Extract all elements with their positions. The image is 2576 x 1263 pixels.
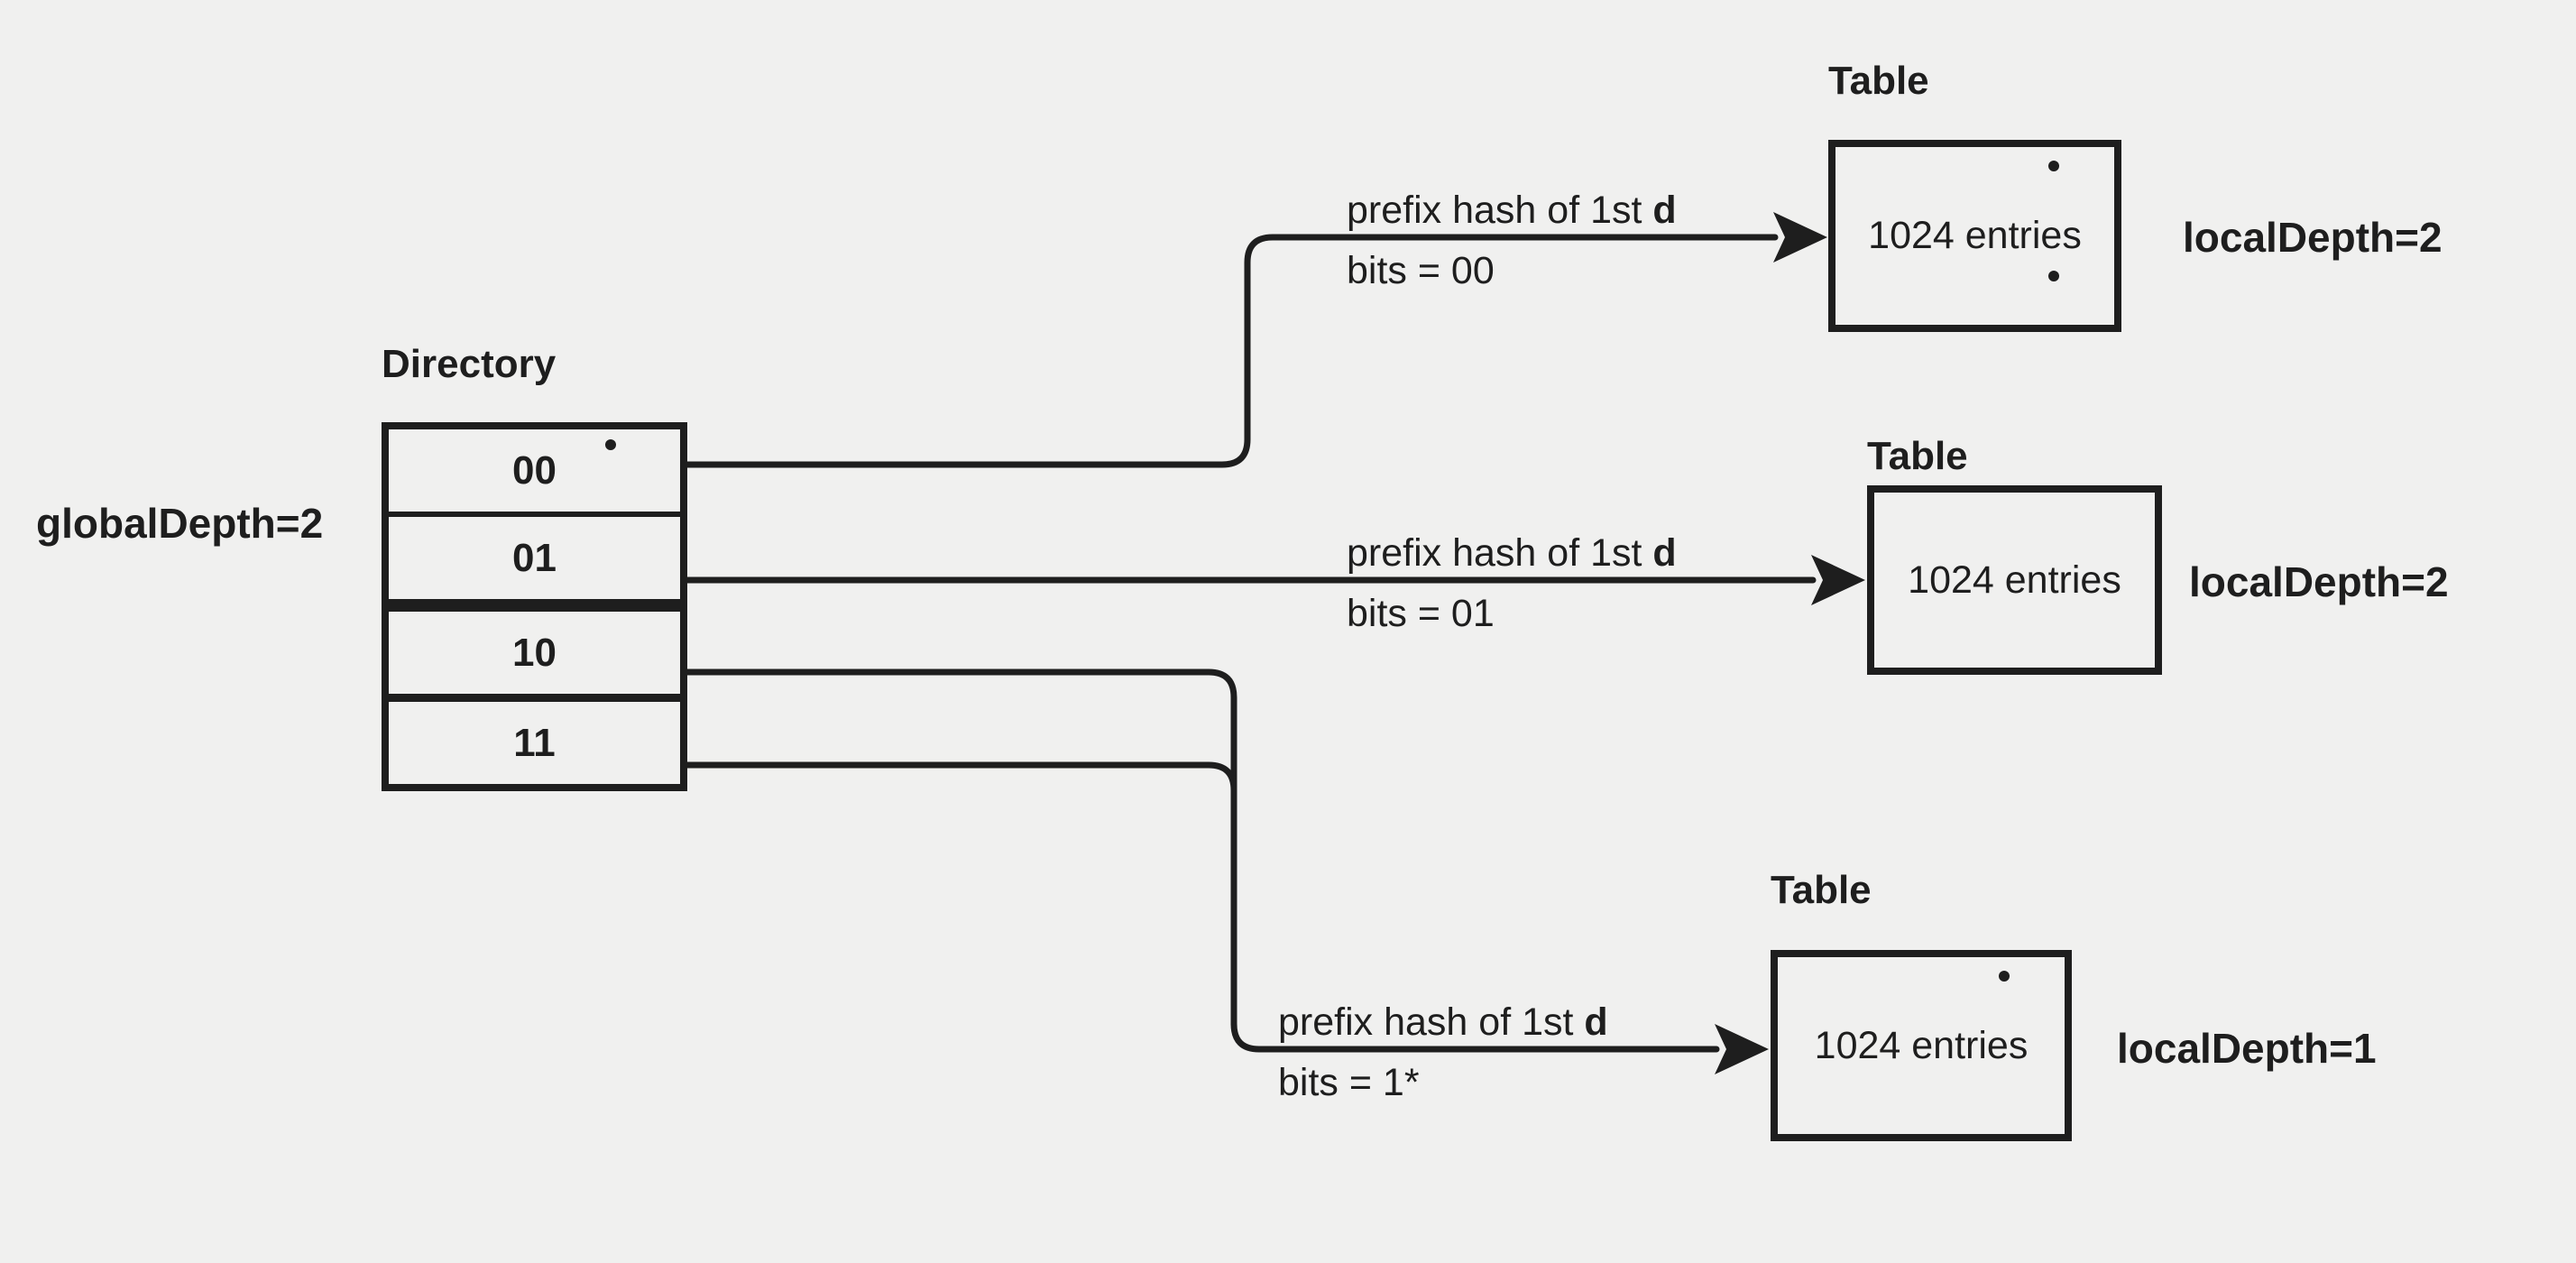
connection-dot: [605, 439, 616, 450]
directory-row-label: 10: [512, 630, 557, 675]
table-box: 1024 entries: [1867, 485, 2162, 675]
arrow-caption: prefix hash of 1st d: [1278, 1003, 1608, 1042]
arrowhead-bottom: [1715, 1024, 1769, 1074]
directory-row-label: 01: [512, 535, 557, 580]
connector-11: [684, 761, 1720, 1053]
table-box: 1024 entries: [1828, 140, 2121, 332]
local-depth-label: localDepth=2: [2189, 558, 2449, 605]
table-content: 1024 entries: [1814, 1023, 2029, 1067]
arrow-caption: prefix hash of 1st d: [1347, 191, 1677, 230]
arrow-caption: prefix hash of 1st d: [1347, 534, 1677, 573]
global-depth-label: globalDepth=2: [36, 500, 324, 547]
connector-00: [684, 234, 1779, 468]
connection-dot: [2048, 161, 2059, 171]
table-box: 1024 entries: [1771, 950, 2072, 1141]
directory-row-00: 00: [389, 429, 680, 512]
table-content: 1024 entries: [1908, 558, 2121, 602]
table-title: Table: [1771, 868, 1872, 912]
arrowhead-middle: [1811, 555, 1865, 605]
connection-dot: [1999, 971, 2010, 982]
directory-row-01: 01: [389, 512, 680, 599]
table-title: Table: [1867, 434, 1968, 478]
directory-row-label: 00: [512, 447, 557, 493]
local-depth-label: localDepth=2: [2183, 214, 2443, 261]
arrow-bits-label: bits = 00: [1347, 249, 1495, 292]
directory-box: 00 01 10 11: [382, 422, 687, 791]
arrow-caption-bold-d: d: [1652, 531, 1677, 575]
local-depth-label: localDepth=1: [2117, 1025, 2377, 1072]
table-title: Table: [1828, 59, 1929, 103]
table-content: 1024 entries: [1868, 214, 2082, 257]
arrow-bits-label: bits = 1*: [1278, 1061, 1420, 1104]
arrow-caption-bold-d: d: [1584, 1000, 1608, 1044]
arrow-caption-text: prefix hash of 1st: [1278, 1000, 1574, 1044]
arrow-caption-text: prefix hash of 1st: [1347, 531, 1642, 575]
arrow-caption-text: prefix hash of 1st: [1347, 189, 1642, 232]
directory-row-10: 10: [389, 599, 680, 694]
connector-10: [684, 668, 1237, 1028]
connection-dot: [2048, 271, 2059, 281]
arrow-caption-bold-d: d: [1652, 189, 1677, 232]
arrowhead-top: [1773, 212, 1827, 263]
directory-row-11: 11: [389, 694, 680, 784]
directory-title: Directory: [382, 342, 557, 386]
arrow-bits-label: bits = 01: [1347, 592, 1495, 635]
directory-row-label: 11: [513, 720, 556, 765]
